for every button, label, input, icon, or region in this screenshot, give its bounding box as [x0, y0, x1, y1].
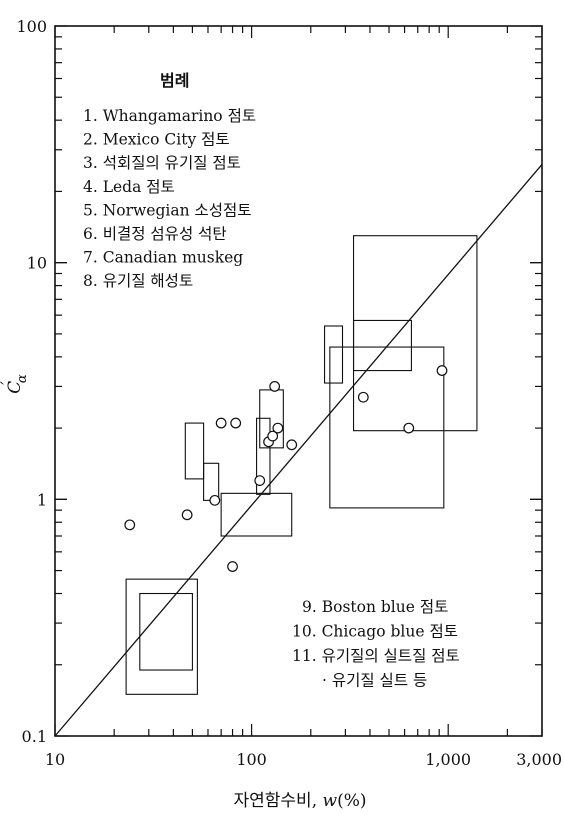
- range-rect: [184, 422, 205, 480]
- legend-item: 7. Canadian muskeg: [83, 249, 243, 267]
- axis-ticks: 0.1 1 10 100 10 100 1,000 3,000: [16, 17, 562, 769]
- data-point: [269, 381, 281, 392]
- data-point: [124, 519, 136, 531]
- data-point: [254, 475, 266, 486]
- y-tick-label: 100: [16, 17, 47, 36]
- x-tick-label: 100: [236, 750, 267, 769]
- x-tick-label: 10: [45, 750, 65, 769]
- legend-item: 5. Norwegian 소성점토: [83, 201, 252, 219]
- y-tick-label: 10: [27, 254, 47, 273]
- x-axis-label-variable: w: [323, 791, 338, 811]
- y-axis-label: C′α: [0, 374, 30, 394]
- svg-text:C′α: C′α: [0, 374, 30, 394]
- data-point: [209, 494, 221, 506]
- legend2-item: 10. Chicago blue 점토: [292, 623, 458, 641]
- y-tick-label: 0.1: [22, 727, 47, 746]
- y-axis-label-letter: C: [5, 381, 25, 394]
- svg-text:자연함수비, w(%): 자연함수비, w(%): [234, 791, 367, 811]
- legend-top-left: 범례 1. Whangamarino 점토 2. Mexico City 점토 3.…: [83, 71, 256, 290]
- legend2-item: 9. Boston blue 점토: [302, 598, 448, 616]
- data-point: [286, 439, 298, 451]
- data-point: [357, 391, 369, 403]
- legend-item: 6. 비결정 섬유성 석탄: [83, 225, 227, 243]
- legend-bottom-right: 9. Boston blue 점토 10. Chicago blue 점토 11. …: [292, 598, 460, 690]
- data-point: [267, 430, 279, 442]
- data-point: [230, 417, 242, 429]
- legend-item: 3. 석회질의 유기질 점토: [83, 154, 241, 172]
- legend-item: 2. Mexico City 점토: [83, 131, 230, 149]
- range-rect: [125, 578, 198, 695]
- y-axis-label-subscript: α: [15, 374, 30, 383]
- plot-frame: [54, 25, 543, 737]
- x-tick-label: 3,000: [516, 750, 562, 769]
- x-axis-label: 자연함수비, w(%): [234, 791, 367, 811]
- x-axis-label-unit: (%): [337, 791, 366, 811]
- data-point: [403, 422, 415, 434]
- legend-title: 범례: [160, 71, 189, 90]
- plot-marks: [54, 164, 543, 737]
- range-rect: [256, 417, 271, 495]
- data-point: [272, 422, 284, 434]
- legend-item: 8. 유기질 해성토: [83, 272, 193, 290]
- y-axis-label-prime: ′: [0, 381, 16, 385]
- range-rect: [203, 462, 220, 501]
- legend2-item: · 유기질 실트 등: [322, 672, 427, 690]
- data-point: [436, 365, 448, 376]
- x-axis-label-text: 자연함수비,: [234, 791, 323, 811]
- data-point: [227, 561, 238, 572]
- legend-item: 4. Leda 점토: [83, 178, 175, 196]
- data-point: [181, 509, 193, 521]
- x-tick-label: 1,000: [425, 750, 471, 769]
- fit-line: [54, 164, 543, 737]
- legend2-item: 11. 유기질의 실트질 점토: [292, 647, 460, 665]
- legend-item: 1. Whangamarino 점토: [83, 107, 256, 125]
- range-rect: [352, 235, 478, 432]
- range-rect: [324, 325, 344, 384]
- y-tick-label: 1: [37, 490, 47, 509]
- range-rect: [329, 346, 445, 509]
- range-rect: [139, 592, 193, 671]
- data-point: [215, 417, 227, 429]
